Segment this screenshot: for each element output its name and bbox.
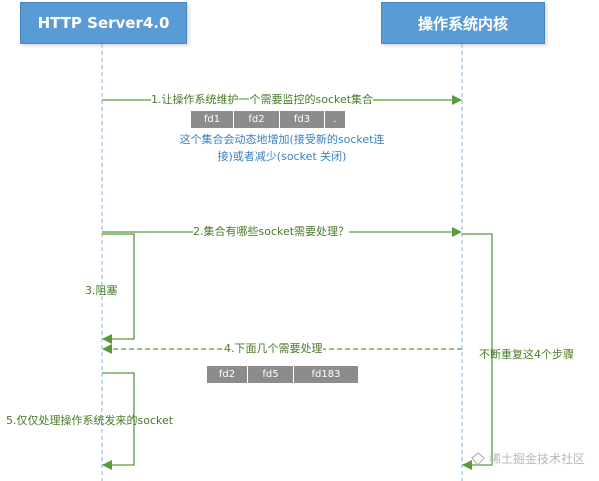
fd-set-2: fd2 fd5 fd183 (207, 366, 358, 383)
fd-cell: . (325, 111, 345, 128)
arrow-m3-block (102, 233, 135, 344)
fd-cell: fd2 (207, 366, 248, 383)
fd-cell: fd5 (248, 366, 294, 383)
watermark: 稀土掘金技术社区 (471, 450, 585, 467)
label-m2: 2.集合有哪些socket需要处理？ (193, 225, 350, 239)
fd-cell: fd2 (234, 111, 280, 128)
watermark-text: 稀土掘金技术社区 (488, 452, 585, 466)
actor-http-server: HTTP Server4.0 (20, 2, 187, 44)
label-m4: 4.下面几个需要处理 (224, 342, 323, 356)
juejin-logo-icon (471, 451, 485, 466)
note-line-1: 这个集合会动态地增加(接受新的socket连 (179, 133, 385, 146)
arrow-loop-repeat (462, 233, 493, 470)
label-m1: 1.让操作系统维护一个需要监控的socket集合 (151, 93, 374, 107)
actor-os-kernel: 操作系统内核 (381, 2, 545, 44)
arrow-m5-self (102, 372, 135, 470)
fd-cell: fd3 (280, 111, 325, 128)
label-m3: 3.阻塞 (85, 284, 118, 297)
label-m5: 5.仅仅处理操作系统发来的socket (6, 414, 174, 427)
fd-cell: fd1 (191, 111, 234, 128)
note-line-2: 接)或者减少(socket 关闭) (217, 150, 347, 163)
fd-set-1: fd1 fd2 fd3 . (191, 111, 345, 128)
note-dynamic-set: 这个集合会动态地增加(接受新的socket连 接)或者减少(socket 关闭) (162, 131, 402, 165)
fd-cell: fd183 (294, 366, 358, 383)
label-loop: 不断重复这4个步骤 (479, 348, 574, 361)
